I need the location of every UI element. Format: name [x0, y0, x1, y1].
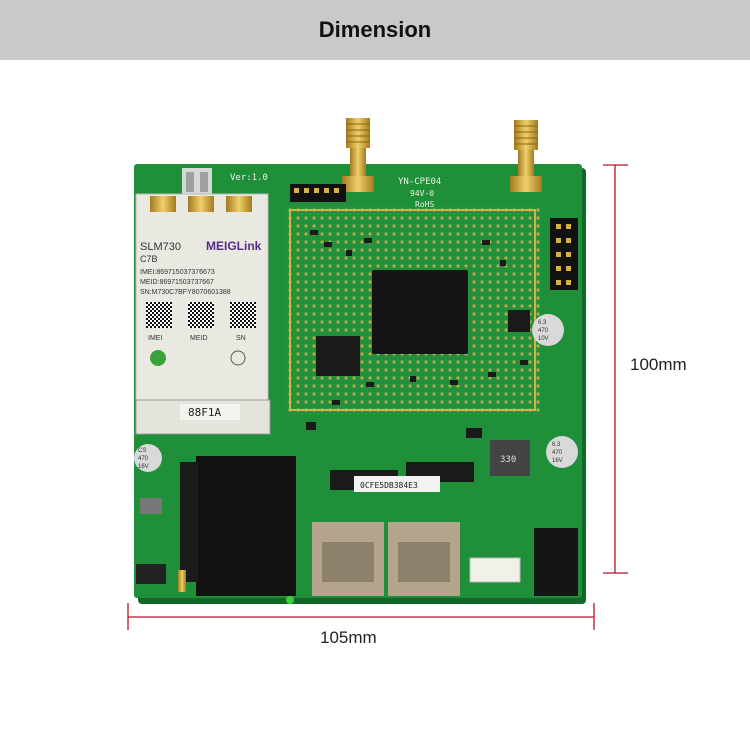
pin-header-right — [550, 218, 578, 290]
small-ic — [508, 310, 530, 332]
qr-code-meid — [188, 302, 214, 328]
module-antenna-pad-3 — [226, 196, 252, 212]
ccc-mark-icon — [230, 350, 246, 366]
svg-text:10V: 10V — [538, 336, 549, 342]
serial-sticker-text: 0CFE5DB384E3 — [360, 481, 418, 490]
module-imei: IMEI:869715037376673 — [140, 269, 215, 276]
antenna-connector-left — [342, 118, 374, 192]
svg-text:16V: 16V — [552, 458, 563, 464]
capacitor-top-right: 6.3 470 10V — [532, 314, 564, 346]
antenna-connector-right — [510, 120, 542, 192]
svg-text:CS: CS — [138, 448, 146, 454]
module-antenna-pad-1 — [150, 196, 176, 212]
main-soc-chip — [372, 270, 468, 354]
svg-text:470: 470 — [138, 456, 149, 462]
power-inductor — [490, 440, 530, 476]
version-label: Ver:1.0 — [230, 173, 268, 183]
width-label: 105mm — [320, 628, 377, 647]
capacitor-bottom-right: 6.3 470 16V — [546, 436, 578, 468]
rj45-port-right — [388, 522, 460, 596]
module-model: SLM730 — [140, 241, 181, 253]
rohs-label: RoHS — [415, 200, 434, 209]
module-brand: MEIGLink — [206, 239, 262, 253]
capacitor-left: CS 470 16V — [134, 444, 162, 472]
qr-label-sn: SN — [236, 335, 246, 342]
qr-label-imei: IMEI — [148, 335, 162, 342]
pin-header-left — [182, 168, 212, 196]
rj45-port-left — [312, 522, 384, 596]
inductor-label: 330 — [500, 455, 516, 465]
serial-sticker — [354, 476, 440, 492]
board-model-label: YN-CPE04 — [398, 177, 441, 187]
board-mark-label: 94V-0 — [410, 189, 434, 198]
side-connector — [136, 564, 166, 584]
pcb-photo: Ver:1.0 YN-CPE04 94V-0 RoHS SLM730 M — [134, 118, 586, 604]
qr-code-imei — [146, 302, 172, 328]
sim-card-slot — [196, 456, 296, 596]
title-banner: Dimension — [0, 0, 750, 60]
page-title: Dimension — [318, 17, 432, 42]
certification-icon — [150, 350, 166, 366]
sim-slot-edge — [180, 462, 198, 582]
svg-text:470: 470 — [538, 328, 549, 334]
flash-chip — [316, 336, 360, 376]
dc-power-jack — [534, 528, 578, 596]
smd-components — [306, 230, 528, 438]
qr-code-sn — [230, 302, 256, 328]
svg-text:16V: 16V — [138, 464, 149, 470]
shield-frame — [289, 209, 536, 411]
pin-header-top — [290, 184, 346, 202]
module-sticker — [180, 404, 240, 420]
status-led — [286, 596, 294, 604]
module-meid: MEID:86971503737667 — [140, 279, 214, 286]
svg-text:470: 470 — [552, 450, 563, 456]
module-antenna-pad-2 — [188, 196, 214, 212]
qr-label-meid: MEID — [190, 335, 208, 342]
jst-connector — [469, 557, 521, 583]
lte-module: SLM730 MEIGLink C7B IMEI:869715037376673… — [135, 193, 269, 401]
svg-text:6.3: 6.3 — [538, 320, 547, 326]
svg-text:6.3: 6.3 — [552, 442, 561, 448]
module-variant: C7B — [140, 254, 158, 264]
module-sticker-text: 88F1A — [188, 406, 221, 419]
sim-slot-pin — [178, 570, 186, 592]
module-sn: SN:M730C7BFY8070601388 — [140, 289, 231, 296]
height-label: 100mm — [630, 355, 687, 374]
small-component — [140, 498, 162, 514]
